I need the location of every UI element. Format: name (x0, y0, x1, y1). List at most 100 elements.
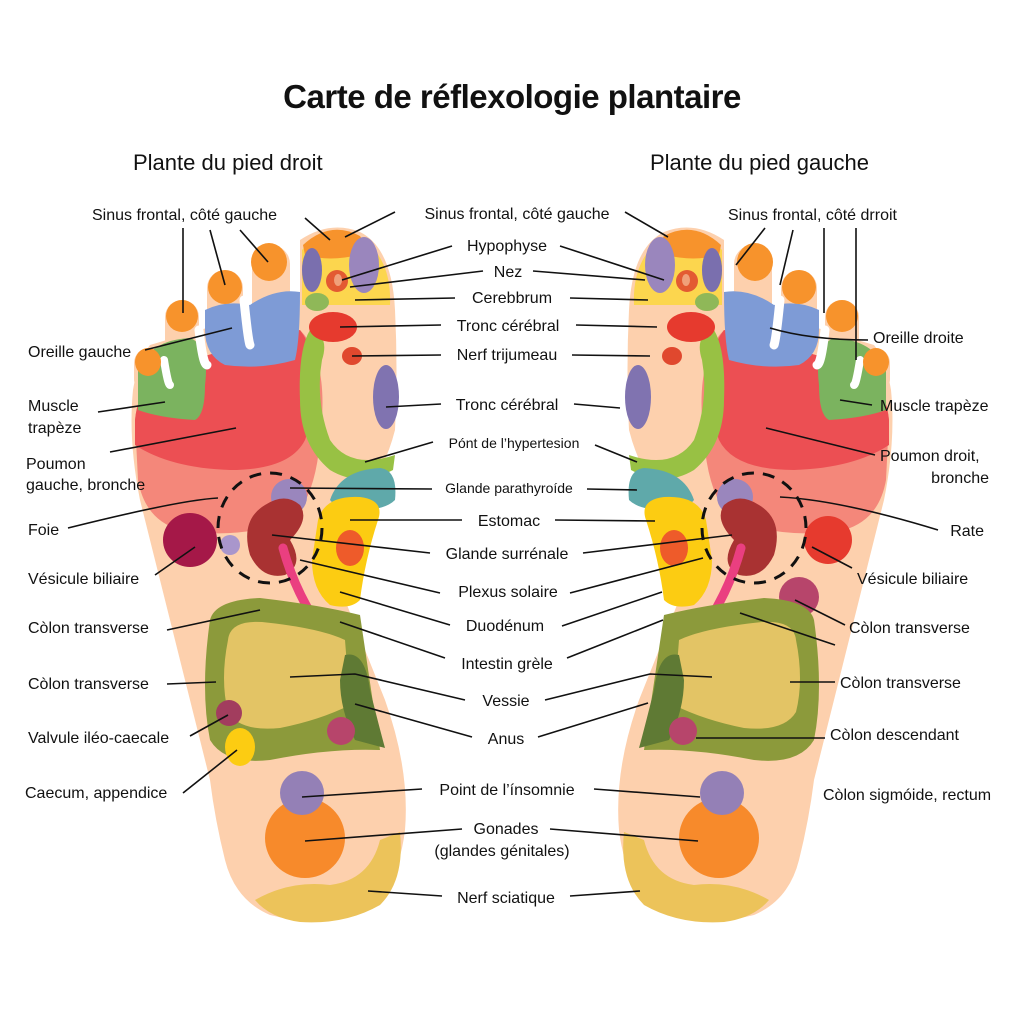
leader-line (779, 229, 794, 286)
label-colon-sigmoide-rectum: Còlon sigmóide, rectum (823, 787, 991, 804)
leader-line (166, 681, 217, 685)
leader-line (769, 327, 869, 341)
leader-line (182, 749, 238, 794)
leader-line (544, 673, 713, 701)
label-plexus-solaire: Plexus solaire (458, 584, 558, 601)
label-muscle-trapeze-right: Muscle trapèze (880, 398, 989, 415)
leader-line (289, 487, 433, 490)
left-foot (618, 227, 893, 923)
leader-line (561, 591, 663, 627)
trigeminal-spot (662, 347, 682, 365)
left-side-labels: Sinus frontal, côté gauche Oreille gauch… (25, 207, 277, 802)
leader-line (532, 270, 646, 281)
label-colon-transverse-left-1: Còlon transverse (28, 620, 149, 637)
toe-gap (239, 295, 255, 350)
leader-line (209, 229, 226, 286)
leader-line (339, 591, 451, 626)
spine-region (629, 330, 725, 479)
leader-line (811, 546, 853, 569)
leader-line (569, 297, 649, 301)
brainstem-spot (667, 312, 715, 342)
label-nerf-trijumeau: Nerf trijumeau (457, 347, 557, 364)
insomnia-spot (280, 771, 324, 815)
label-muscle: Muscle (28, 398, 79, 415)
leader-line (735, 227, 766, 266)
leader-line (624, 211, 669, 238)
nose-green-spot (305, 293, 329, 311)
toe-5-tip (135, 348, 161, 376)
leader-line (341, 245, 453, 281)
label-cerebbrum: Cerebbrum (472, 290, 552, 307)
toe-2-tip (737, 243, 773, 281)
toe-gap (812, 325, 830, 370)
leader-line (573, 403, 621, 409)
label-vessie: Vessie (482, 693, 529, 710)
leader-line (339, 324, 442, 328)
spine-region (299, 330, 395, 479)
gonad-spot (265, 798, 345, 878)
label-gonades: Gonades (474, 821, 539, 838)
leader-line (549, 828, 699, 842)
toe-3-tip (208, 270, 242, 304)
right-side-labels: Sinus frontal, côté drroit Oreille droit… (728, 207, 991, 804)
label-glande-parathyroide: Glande parathyroíde (445, 480, 573, 496)
ileocecal-spot (216, 700, 242, 726)
leader-line (301, 788, 423, 798)
leader-line (594, 444, 638, 463)
leader-line (239, 229, 269, 263)
label-oreille-droite: Oreille droite (873, 330, 964, 347)
leader-line (67, 497, 219, 529)
pituitary-core (682, 274, 690, 286)
leader-line (367, 890, 443, 897)
adrenal-spot (660, 530, 688, 566)
small-intestine (674, 621, 800, 729)
label-duodenum: Duodénum (466, 618, 544, 635)
solar-plexus-dashed-circle (700, 471, 808, 585)
leader-line (739, 612, 836, 646)
liver-spot (163, 513, 217, 567)
leader-line (779, 496, 939, 531)
spleen-spot (804, 516, 852, 564)
label-hypophyse: Hypophyse (467, 238, 547, 255)
purple-left-lobe (302, 248, 322, 292)
label-trapeze: trapèze (28, 420, 81, 437)
label-oreille-gauche: Oreille gauche (28, 344, 131, 361)
label-foie: Foie (28, 522, 59, 539)
label-sinus-frontal-droit: Sinus frontal, côté drroit (728, 207, 898, 224)
small-intestine (224, 621, 350, 729)
right-foot-subtitle: Plante du pied droit (133, 150, 323, 175)
leader-line (571, 354, 651, 357)
brainstem-lower-spot (625, 365, 651, 429)
toe-4-tip (166, 300, 198, 332)
right-foot (131, 227, 406, 923)
leader-line (344, 211, 396, 238)
center-labels: Sinus frontal, côté gauche Hypophyse Nez… (424, 206, 609, 907)
leader-line (593, 788, 701, 798)
label-poumon-droit: Poumon droit, (880, 448, 980, 465)
label-intestin-grele: Intestin grèle (461, 656, 553, 673)
sciatic-band (623, 832, 769, 923)
label-glande-surrenale: Glande surrénale (446, 546, 569, 563)
leader-line (575, 324, 658, 328)
label-colon-transverse-right-1: Còlon transverse (849, 620, 970, 637)
insomnia-spot (700, 771, 744, 815)
leader-line (189, 714, 229, 737)
big-toe-tip (660, 229, 721, 259)
toe-5-tip (863, 348, 889, 376)
nose-green-spot (695, 293, 719, 311)
leader-line (364, 441, 434, 463)
leader-line (794, 599, 846, 626)
caecum-spot (225, 728, 255, 766)
leader-line (304, 217, 331, 241)
brainstem-lower-spot (373, 365, 399, 429)
toe-gap (850, 356, 864, 389)
anus-spot (327, 717, 355, 745)
label-colon-transverse-left-2: Còlon transverse (28, 676, 149, 693)
leader-line (554, 519, 656, 522)
label-bronche-right: bronche (931, 470, 989, 487)
ear-region (205, 291, 300, 367)
pituitary-core (334, 274, 342, 286)
toe-gap (769, 295, 785, 350)
purple-right-lobe (349, 237, 379, 293)
